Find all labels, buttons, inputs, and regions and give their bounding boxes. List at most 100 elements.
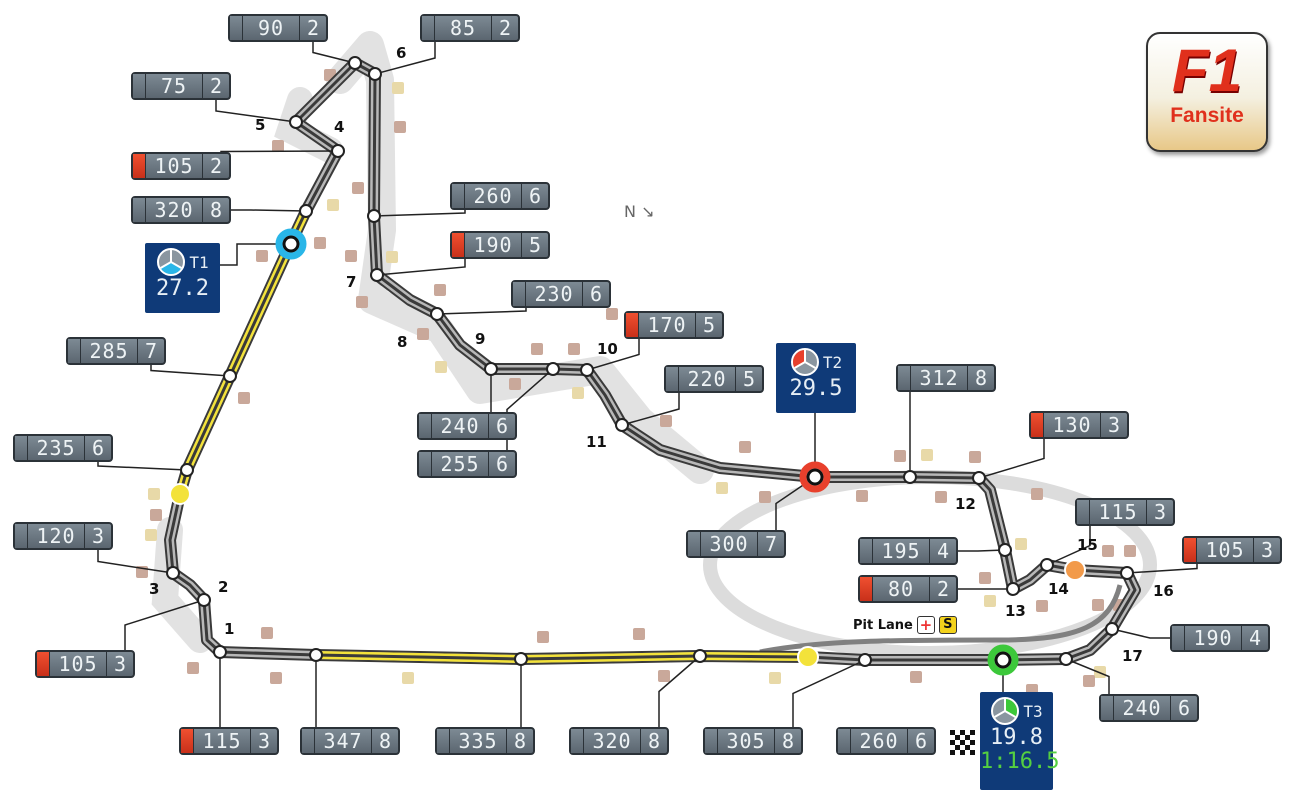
kerb-marker <box>327 199 339 211</box>
kerb-marker <box>1094 666 1106 678</box>
flag-cell <box>965 735 970 740</box>
braking-indicator <box>452 233 465 257</box>
kerb-marker <box>145 529 157 541</box>
runoff-area <box>326 31 714 484</box>
measure-point <box>197 593 211 607</box>
turn-number: 15 <box>1077 536 1098 554</box>
sector-label: T3 <box>1023 701 1043 721</box>
braking-indicator <box>838 729 851 753</box>
speed-connector <box>220 150 339 153</box>
flag-cell <box>955 740 960 745</box>
turn-number: 4 <box>334 118 345 136</box>
safety-car-icon: S <box>938 616 957 634</box>
measure-point <box>580 363 594 377</box>
gear-value: 4 <box>936 539 950 563</box>
kerb-marker <box>633 628 645 640</box>
gear-value: 8 <box>209 198 223 222</box>
gear-value: 3 <box>257 729 271 753</box>
gear-value: 6 <box>589 282 603 306</box>
lap-time: 1:16.5 <box>980 749 1060 774</box>
flag-cell <box>970 740 975 745</box>
speed-connector <box>124 599 205 650</box>
kerb-marker <box>910 671 922 683</box>
speed-value: 347 <box>315 729 372 753</box>
speed-connector <box>150 365 231 377</box>
flag-cell <box>965 745 970 750</box>
flag-cell <box>950 735 955 740</box>
braking-indicator <box>230 16 243 40</box>
sector-icon-spoke <box>994 710 1006 718</box>
braking-indicator <box>437 729 450 753</box>
gear-value: 3 <box>1153 500 1167 524</box>
speed-connector <box>97 462 188 471</box>
kerb-marker <box>660 415 672 427</box>
braking-indicator <box>513 282 526 306</box>
sector-icon-spoke <box>1004 710 1017 718</box>
braking-indicator <box>15 436 28 460</box>
turn-number: 16 <box>1153 582 1174 600</box>
speed-connector <box>658 655 701 727</box>
flag-cell <box>955 730 960 735</box>
sector-icon-spoke <box>793 361 806 369</box>
kerb-marker <box>238 392 250 404</box>
braking-indicator <box>860 577 873 601</box>
kerb-marker <box>392 82 404 94</box>
f1-fansite-logo[interactable]: F1 Fansite <box>1146 32 1268 152</box>
gear-value: 7 <box>144 339 158 363</box>
braking-indicator <box>1077 500 1090 524</box>
flag-cell <box>960 730 965 735</box>
kerb-marker <box>1083 675 1095 687</box>
kerb-marker <box>572 387 584 399</box>
speed-connector <box>215 100 297 123</box>
sector-marker-core <box>994 651 1012 669</box>
braking-indicator <box>422 16 435 40</box>
speed-value: 235 <box>28 436 85 460</box>
kerb-marker <box>856 490 868 502</box>
speed-value: 120 <box>28 524 85 548</box>
sector-connector <box>220 243 280 266</box>
speed-value: 312 <box>911 366 968 390</box>
kerb-marker <box>345 250 357 262</box>
kerb-marker <box>386 251 398 263</box>
speed-connector <box>312 42 356 64</box>
kerb-marker <box>261 627 273 639</box>
turn-number: 2 <box>218 578 229 596</box>
north-arrow-icon: ↘ <box>641 202 655 221</box>
speed-value: 285 <box>81 339 138 363</box>
gear-value: 6 <box>1177 696 1191 720</box>
pit-lane <box>759 584 1123 655</box>
braking-indicator <box>302 729 315 753</box>
braking-indicator <box>37 652 50 676</box>
flag-cell <box>965 730 970 735</box>
gear-value: 2 <box>306 16 320 40</box>
gear-value: 2 <box>209 154 223 178</box>
kerb-marker <box>1036 600 1048 612</box>
checkered-flag-icon <box>950 730 975 755</box>
flag-cell <box>970 730 975 735</box>
flag-cell <box>960 750 965 755</box>
flag-cell <box>950 730 955 735</box>
kerb-marker <box>509 378 521 390</box>
sector-label: T2 <box>822 352 843 372</box>
measure-point <box>299 204 313 218</box>
measure-point <box>1006 582 1020 596</box>
kerb-marker <box>921 449 933 461</box>
speed-connector <box>978 439 1045 479</box>
speed-value: 85 <box>435 16 492 40</box>
kerb-marker <box>1092 599 1104 611</box>
braking-indicator <box>860 539 873 563</box>
speed-value: 115 <box>1090 500 1147 524</box>
kerb-marker <box>1031 488 1043 500</box>
sector-1-icon <box>157 248 186 276</box>
kerb-marker <box>417 328 429 340</box>
speed-connector <box>1126 564 1198 574</box>
